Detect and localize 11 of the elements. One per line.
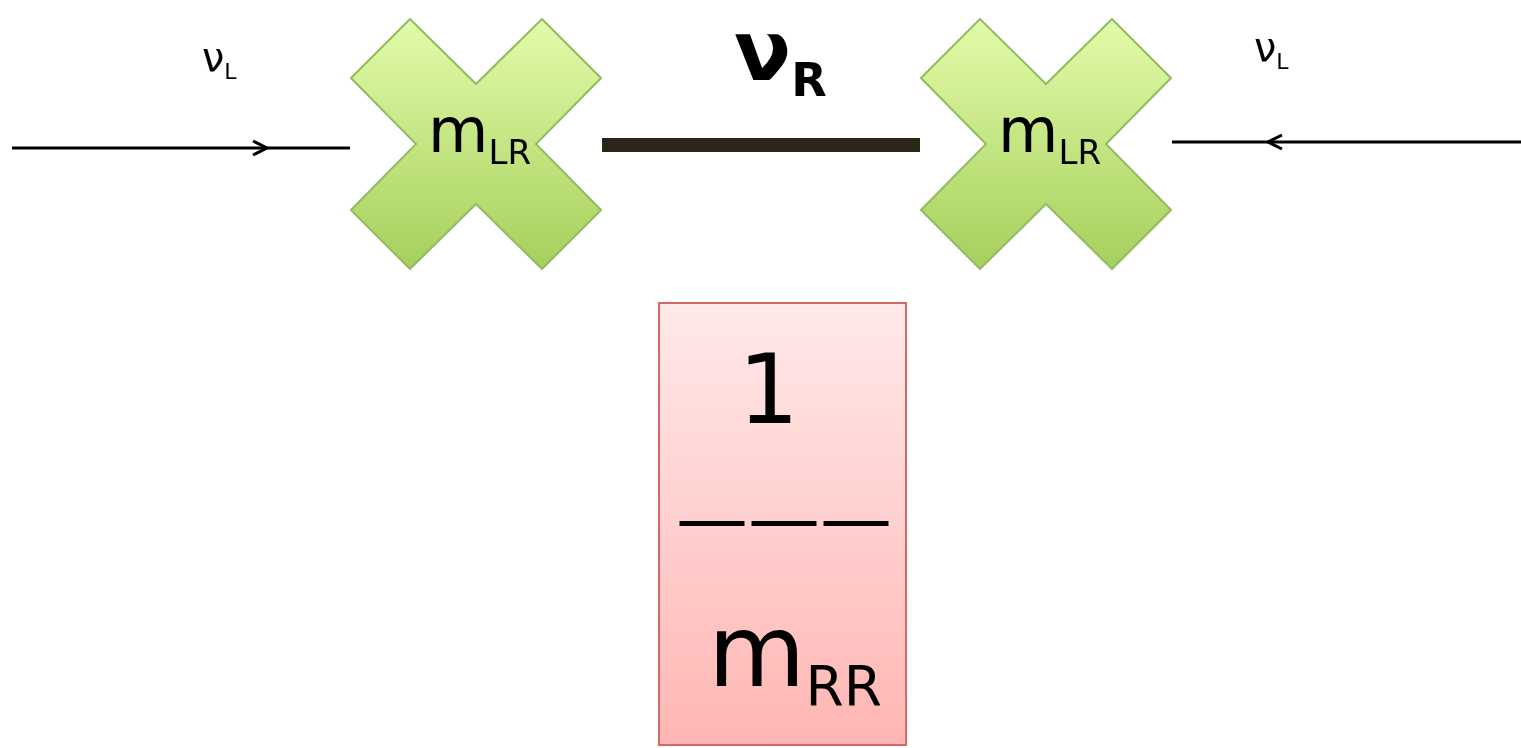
cross-shape bbox=[920, 18, 1172, 270]
fraction-box bbox=[658, 302, 907, 746]
numerator: 1 bbox=[738, 342, 800, 438]
mass-term-label: m$_{LR}$ bbox=[428, 100, 532, 169]
denominator: m$_{RR}$ bbox=[708, 602, 882, 715]
arrow bbox=[12, 139, 352, 157]
fraction-bar-text: ——— bbox=[676, 482, 892, 554]
mass-term-label: m$_{LR}$ bbox=[998, 100, 1102, 169]
arrow bbox=[1170, 133, 1521, 151]
propagator-line bbox=[602, 138, 920, 152]
cross-shape bbox=[350, 18, 602, 270]
